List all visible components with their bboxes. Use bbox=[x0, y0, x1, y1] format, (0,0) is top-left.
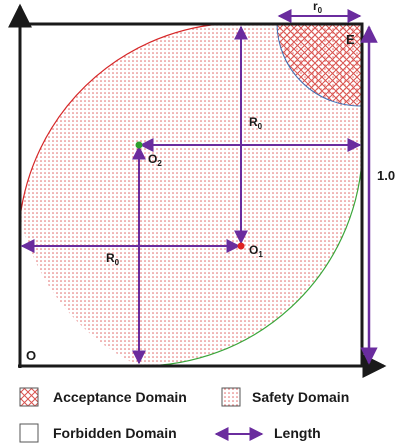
rbig-upper-sub: 0 bbox=[258, 122, 263, 131]
rbig-lower-sub: 0 bbox=[115, 258, 120, 267]
o1-label-main: O bbox=[249, 243, 258, 257]
safety-domain-region bbox=[20, 24, 362, 367]
o1-label-sub: 1 bbox=[258, 250, 263, 259]
r0-label: r0 bbox=[313, 0, 323, 15]
corner-e-label: E bbox=[346, 32, 355, 47]
acceptance-domain-region bbox=[277, 24, 362, 107]
legend-safety-swatch bbox=[221, 387, 241, 407]
legend-safety-label: Safety Domain bbox=[252, 389, 350, 405]
o2-label-main: O bbox=[148, 152, 157, 166]
legend-forbidden-label: Forbidden Domain bbox=[53, 425, 177, 441]
safety-arc-upper bbox=[19, 23, 221, 219]
origin-label: O bbox=[26, 348, 36, 363]
r0-big-label-upper: R0 bbox=[249, 115, 263, 131]
o2-label: O2 bbox=[148, 152, 162, 168]
rbig-lower-main: R bbox=[106, 251, 115, 265]
legend-acceptance-label: Acceptance Domain bbox=[53, 389, 187, 405]
r0-label-sub: 0 bbox=[318, 6, 323, 15]
r0-label-main: r bbox=[313, 0, 318, 13]
rbig-upper-main: R bbox=[249, 115, 258, 129]
r0-big-label-lower: R0 bbox=[106, 251, 120, 267]
side-length-label: 1.0 bbox=[377, 168, 395, 183]
center-o2-point bbox=[135, 141, 143, 149]
center-o1-point bbox=[237, 242, 245, 250]
legend-acceptance-swatch bbox=[19, 387, 39, 407]
legend-length-label: Length bbox=[274, 425, 321, 441]
safety-arc-lower bbox=[138, 159, 363, 367]
o1-label: O1 bbox=[249, 243, 263, 259]
legend-forbidden-swatch bbox=[19, 423, 39, 443]
acceptance-arc bbox=[276, 23, 363, 107]
o2-label-sub: 2 bbox=[157, 159, 162, 168]
